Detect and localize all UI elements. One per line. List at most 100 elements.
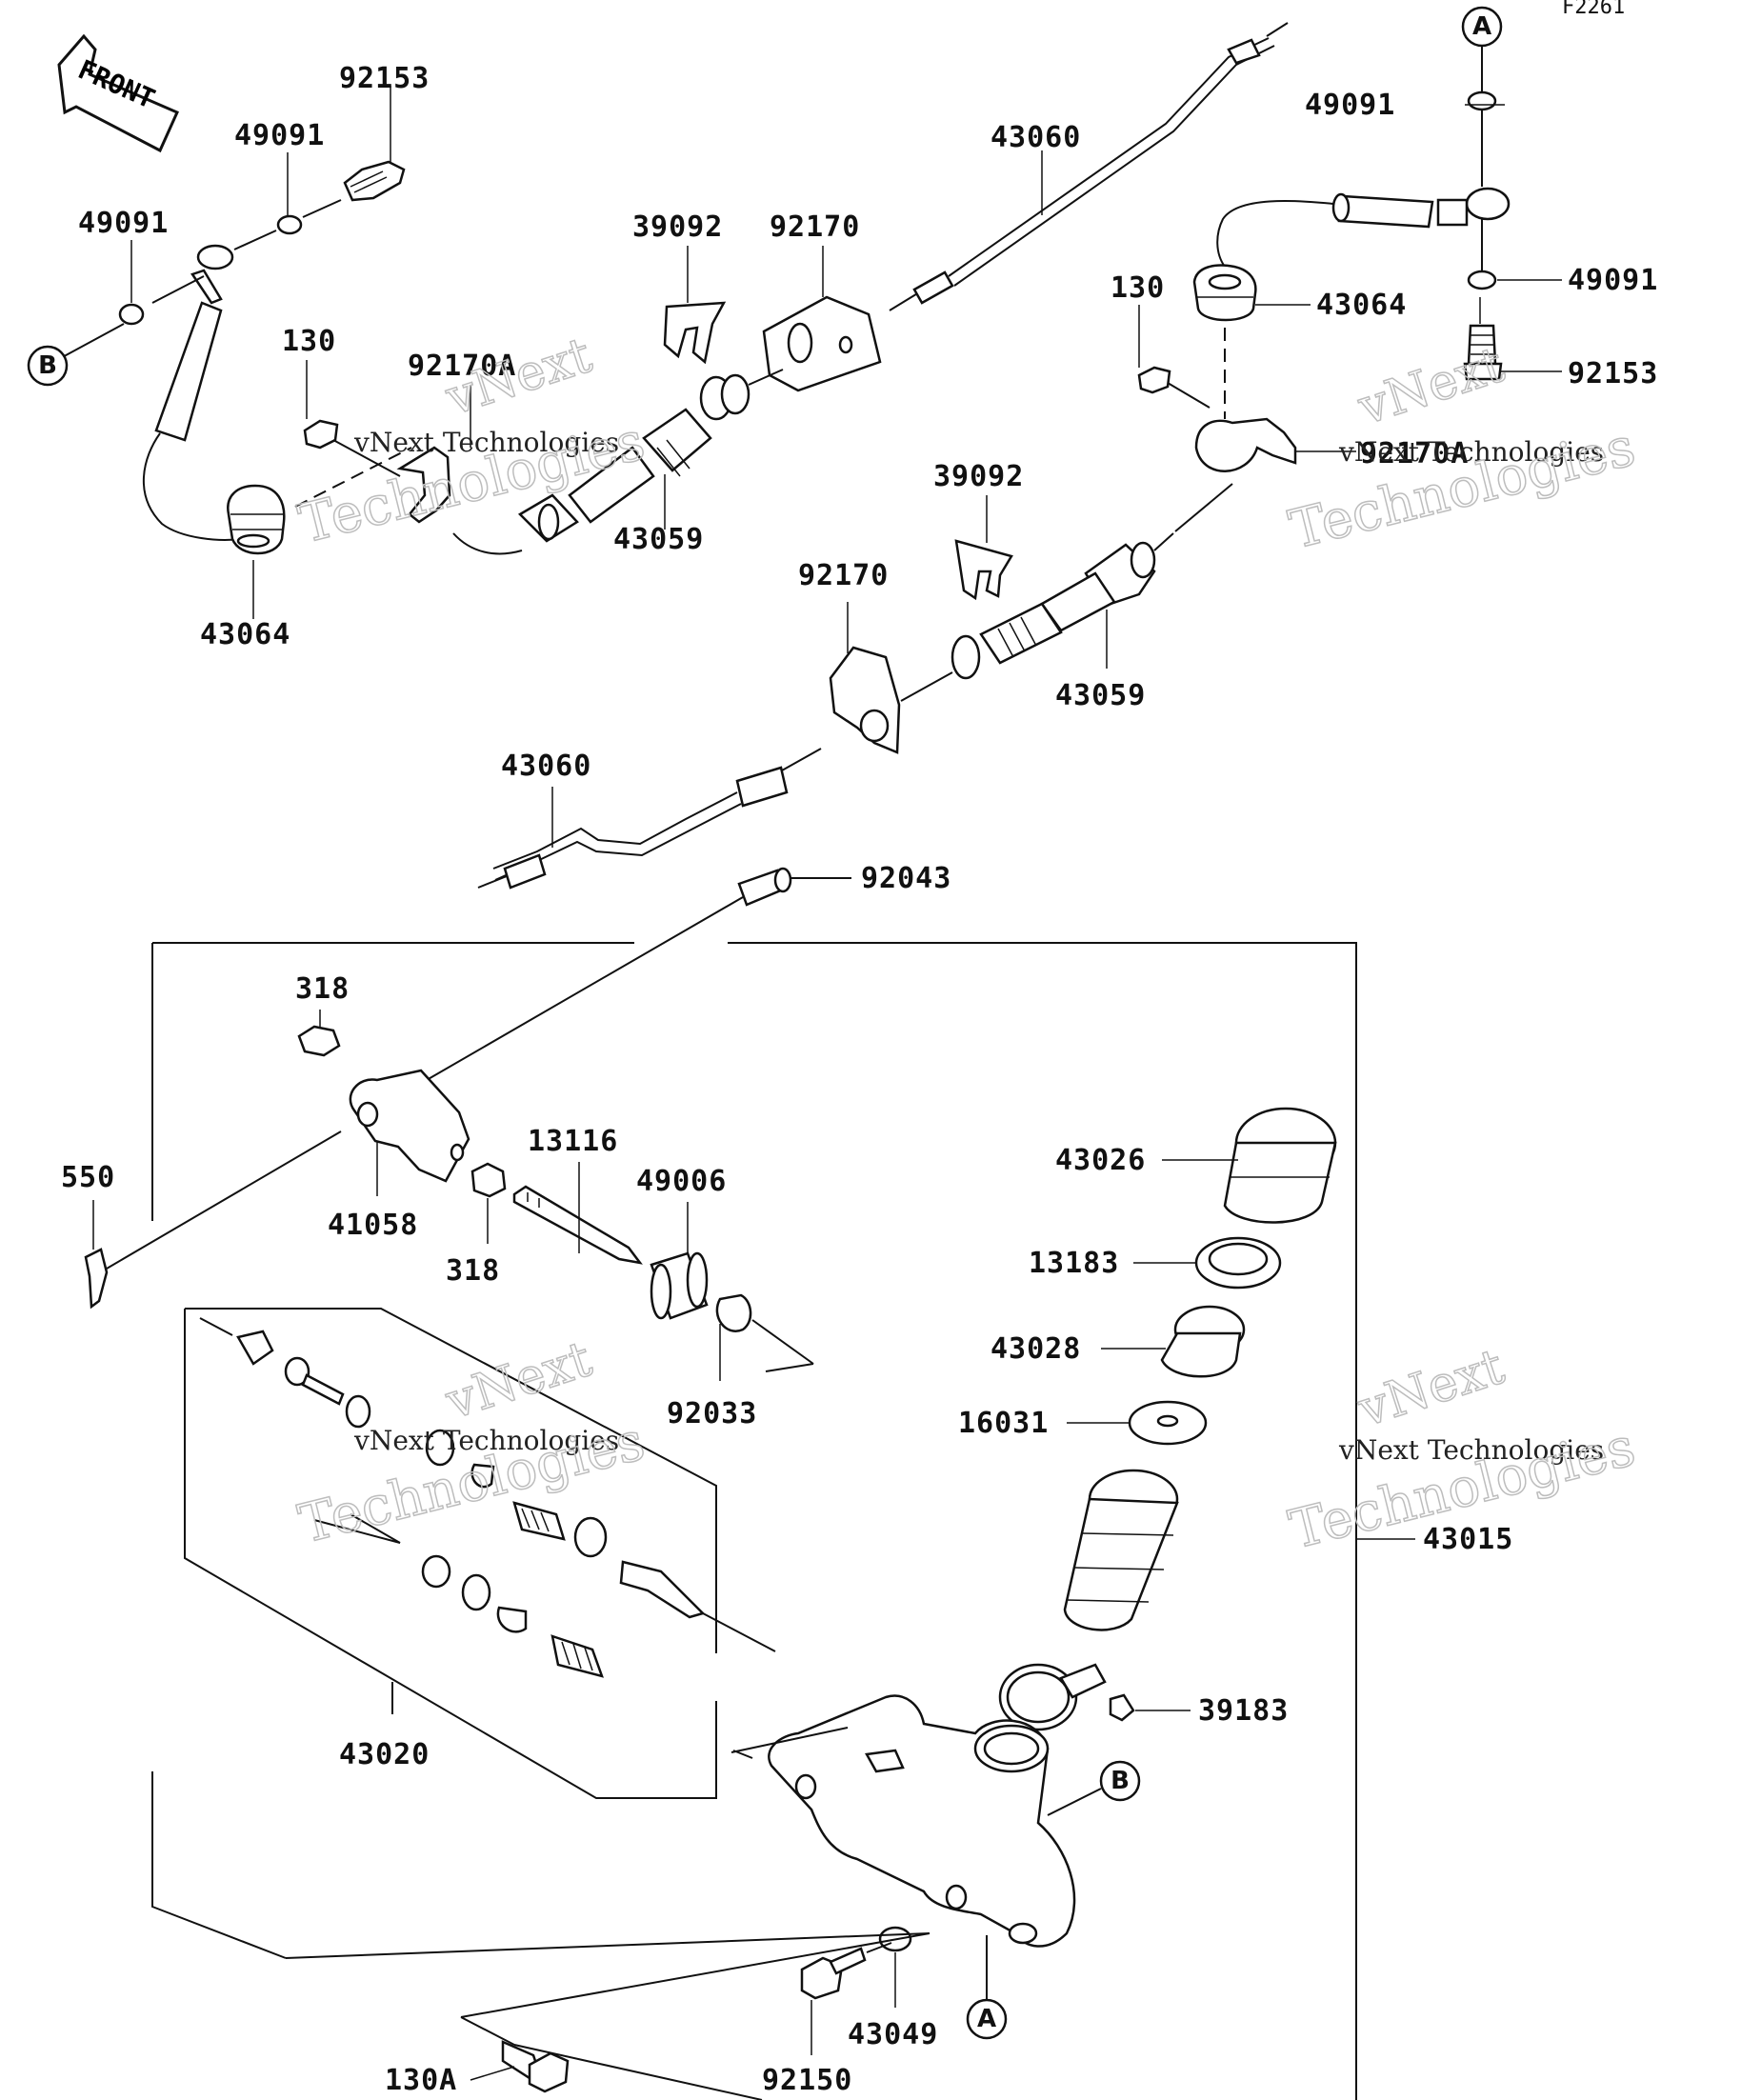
callout-a-top-label: A — [1472, 12, 1491, 41]
washer-top — [276, 214, 303, 235]
nut-318-top — [297, 1025, 341, 1057]
label-92170-mid: 92170 — [798, 559, 889, 592]
hose-clamp-39183 — [998, 1663, 1135, 1731]
washer-16031-hole — [1156, 1414, 1179, 1428]
boot-49006 — [650, 1251, 709, 1320]
assembly-box — [151, 942, 1357, 2100]
label-49091-top: 49091 — [234, 119, 325, 152]
label-16031: 16031 — [958, 1407, 1049, 1440]
pin-92043 — [737, 867, 792, 907]
label-43028: 43028 — [991, 1332, 1081, 1366]
label-43059-top: 43059 — [613, 523, 704, 556]
callout-b-left-label: B — [38, 351, 57, 380]
diagram-ref-code: F2261 — [1562, 0, 1625, 19]
label-49091-right: 49091 — [1568, 264, 1658, 297]
svg-text:vNext: vNext — [1351, 1338, 1511, 1439]
label-13116: 13116 — [528, 1125, 618, 1158]
leader-b-left — [56, 323, 125, 361]
callout-b-cylinder — [1099, 1760, 1141, 1802]
kit-parts-row3 — [313, 1519, 604, 1678]
svg-text:vNext Technologies: vNext Technologies — [1338, 436, 1604, 468]
svg-text:vNext: vNext — [1351, 336, 1511, 437]
diaphragm-plate-13183 — [1194, 1236, 1282, 1290]
part-labels: 92153 49091 49091 130 92170A 39092 92170… — [61, 62, 1658, 2097]
label-92170a-right: 92170A — [1360, 437, 1469, 470]
label-43060-mid: 43060 — [501, 750, 591, 783]
label-49091-left: 49091 — [78, 207, 169, 240]
callout-b-cylinder-label: B — [1111, 1767, 1130, 1795]
leader-lines — [92, 86, 1562, 2081]
svg-text:vNext Technologies: vNext Technologies — [353, 1425, 619, 1456]
callout-a-bottom-label: A — [977, 2005, 996, 2033]
label-92043: 92043 — [861, 862, 951, 895]
label-43064-right: 43064 — [1316, 289, 1407, 322]
clamp-92170a-right — [1194, 417, 1297, 472]
bracket-92170-top — [762, 295, 882, 392]
callout-b-left — [27, 345, 69, 387]
nut-318-bottom — [470, 1162, 507, 1198]
bolt-92150 — [800, 1947, 867, 2000]
label-43059-mid: 43059 — [1055, 679, 1146, 712]
clip-39092-mid — [954, 539, 1013, 601]
label-92170a-left: 92170A — [408, 350, 516, 383]
kit-parts-row2 — [350, 1501, 776, 1652]
label-49006: 49006 — [636, 1165, 727, 1198]
label-43049: 43049 — [848, 2018, 938, 2051]
bolt-130-right — [1137, 366, 1171, 394]
label-92033: 92033 — [667, 1397, 757, 1430]
kit-parts-row1 — [236, 1330, 495, 1489]
label-39183: 39183 — [1198, 1694, 1289, 1728]
banjo-bolt-top — [343, 160, 406, 202]
svg-text:vNext: vNext — [439, 1330, 599, 1431]
svg-text:vNext: vNext — [439, 327, 599, 428]
clevis-41058 — [349, 1069, 470, 1183]
label-130-right: 130 — [1111, 271, 1165, 305]
front-arrow: FRONT — [57, 33, 179, 153]
bolt-130a — [501, 2040, 570, 2093]
reservoir-body — [1063, 1469, 1179, 1631]
label-318-bottom: 318 — [446, 1254, 500, 1288]
reservoir-cap-43026 — [1223, 1107, 1337, 1224]
brake-pipe-top — [889, 22, 1289, 311]
label-43020: 43020 — [339, 1738, 430, 1771]
bolt-130-left — [303, 419, 339, 450]
washer-right — [1467, 270, 1497, 290]
label-92153-top: 92153 — [339, 62, 430, 95]
bracket-92170a-left — [396, 446, 451, 524]
label-13183: 13183 — [1029, 1247, 1119, 1280]
hose-fitting-right — [1216, 187, 1511, 268]
banjo-bolt-right — [1463, 324, 1503, 381]
label-39092-mid: 39092 — [933, 460, 1024, 493]
cotter-pin-550 — [84, 1248, 109, 1310]
label-92150: 92150 — [762, 2064, 852, 2097]
clip-39092-top — [663, 301, 727, 365]
label-92170-top: 92170 — [770, 210, 860, 244]
master-cylinder-body — [768, 1694, 1076, 1948]
label-130a: 130A — [385, 2064, 457, 2097]
label-43064-left: 43064 — [200, 618, 290, 651]
svg-text:vNext Technologies: vNext Technologies — [1338, 1434, 1604, 1466]
fitting-43059-mid — [951, 541, 1156, 680]
push-rod-13116 — [512, 1185, 643, 1265]
label-39092-top: 39092 — [632, 210, 723, 244]
washer-left — [118, 303, 145, 326]
grommet-right — [1192, 264, 1257, 322]
label-318-top: 318 — [295, 972, 350, 1006]
diaphragm-43028 — [1160, 1305, 1246, 1378]
label-41058: 41058 — [328, 1209, 418, 1242]
label-92153-right: 92153 — [1568, 357, 1658, 390]
svg-text:vNext Technologies: vNext Technologies — [353, 427, 619, 458]
label-43015: 43015 — [1423, 1523, 1513, 1556]
fitting-43059-top — [452, 373, 750, 555]
washer-right-top — [1467, 90, 1497, 111]
label-49091-right-top: 49091 — [1305, 89, 1395, 122]
label-43026: 43026 — [1055, 1144, 1146, 1177]
bracket-92170-mid — [829, 646, 901, 754]
circlip-92033 — [715, 1293, 752, 1332]
label-550: 550 — [61, 1161, 115, 1194]
label-43060-top: 43060 — [991, 121, 1081, 154]
grommet-left — [227, 484, 286, 555]
kit-box — [185, 1308, 717, 1653]
label-130-left: 130 — [282, 325, 336, 358]
